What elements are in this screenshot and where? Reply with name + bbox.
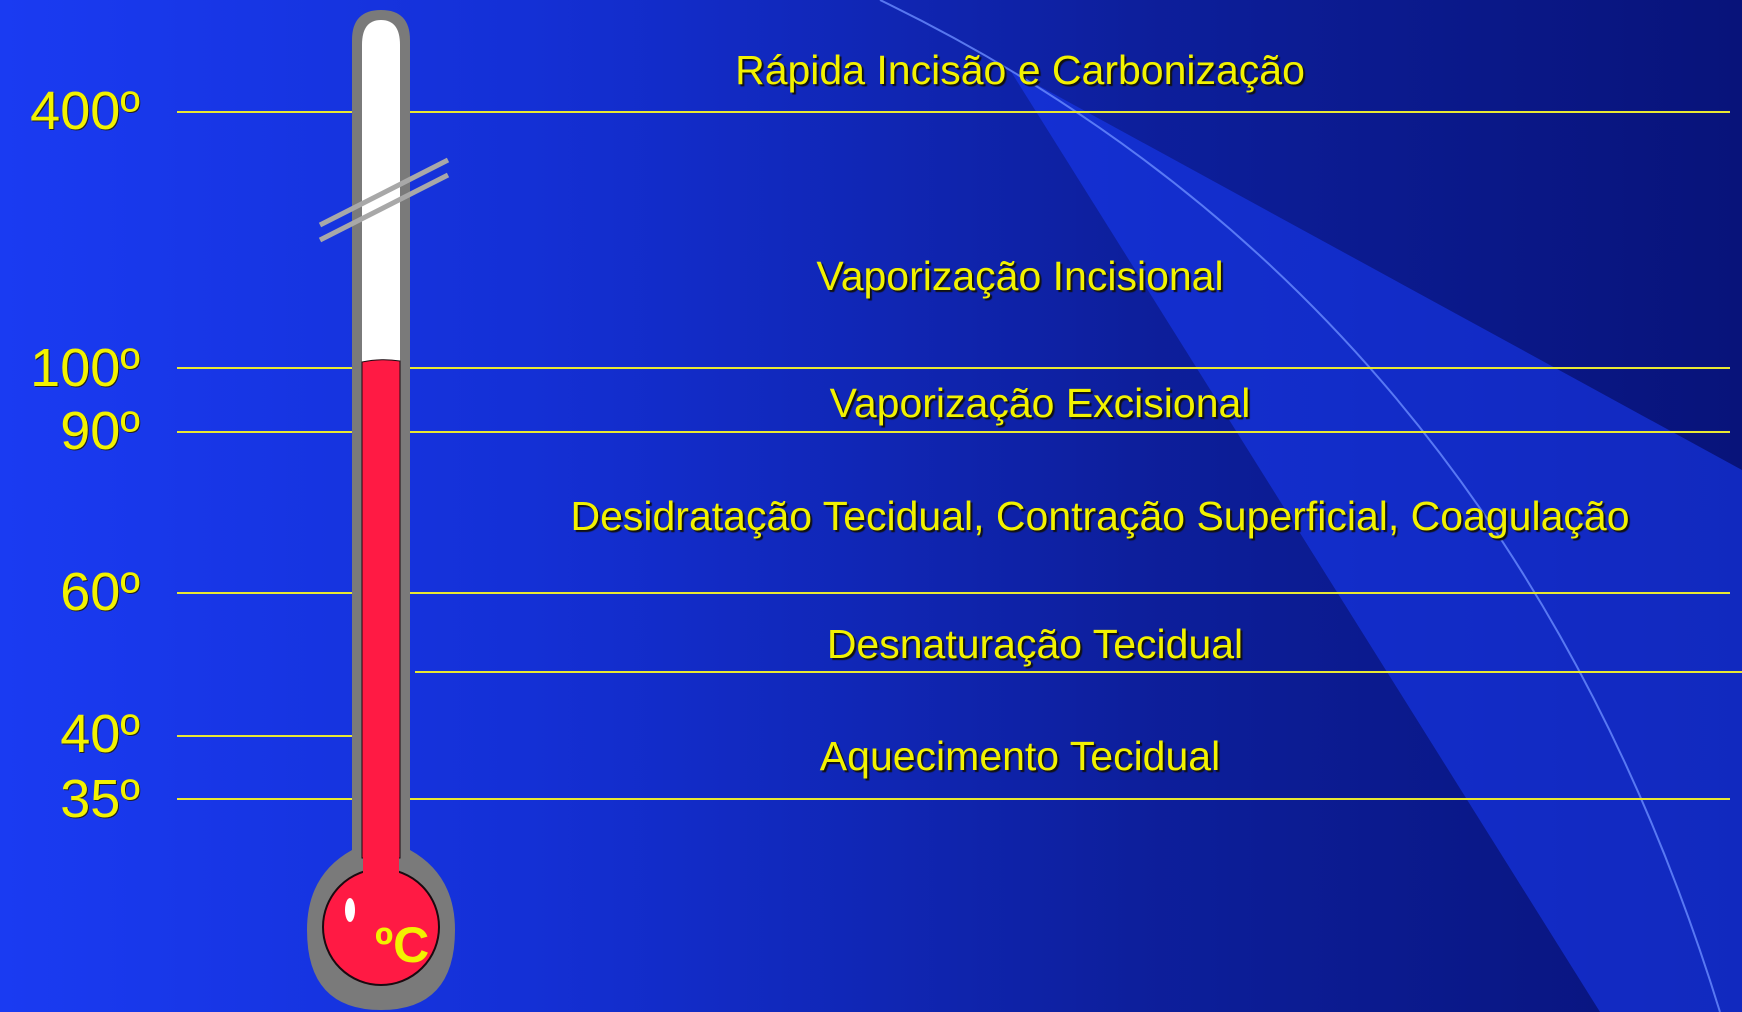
line-400-right bbox=[410, 111, 1730, 113]
line-100-right bbox=[410, 367, 1730, 369]
label-vaporizacao-excisional: Vaporização Excisional bbox=[829, 380, 1251, 426]
line-100-left bbox=[177, 367, 352, 369]
degree-400: 400º bbox=[30, 81, 140, 141]
degree-90: 90º bbox=[60, 401, 140, 461]
line-60-right bbox=[410, 592, 1730, 594]
line-40-left bbox=[177, 735, 352, 737]
degree-40: 40º bbox=[60, 704, 140, 764]
line-35-left bbox=[177, 798, 352, 800]
unit-label: ºC bbox=[375, 917, 429, 973]
scale-break-mark-2 bbox=[318, 172, 450, 243]
thermometer: ºC bbox=[307, 10, 455, 1010]
line-desnaturacao bbox=[415, 671, 1742, 673]
mercury-column bbox=[361, 359, 401, 859]
bulb-highlight bbox=[345, 898, 355, 922]
degree-60: 60º bbox=[60, 562, 140, 622]
scale-break-mark-1 bbox=[318, 157, 450, 228]
line-60-left bbox=[177, 592, 352, 594]
degree-100: 100º bbox=[30, 338, 140, 398]
label-desidratacao: Desidratação Tecidual, Contração Superfi… bbox=[570, 493, 1630, 539]
label-vaporizacao-incisional: Vaporização Incisional bbox=[816, 253, 1224, 299]
line-90-left bbox=[177, 431, 352, 433]
bulb-neck bbox=[363, 850, 399, 880]
label-aquecimento: Aquecimento Tecidual bbox=[819, 733, 1221, 779]
degree-35: 35º bbox=[60, 769, 140, 829]
line-35-right bbox=[410, 798, 1730, 800]
thermometer-tube bbox=[362, 20, 400, 362]
label-desnaturacao: Desnaturação Tecidual bbox=[826, 621, 1244, 667]
label-rapida-incisao: Rápida Incisão e Carbonização bbox=[735, 47, 1305, 93]
line-90-right bbox=[410, 431, 1730, 433]
line-400-left bbox=[177, 111, 352, 113]
